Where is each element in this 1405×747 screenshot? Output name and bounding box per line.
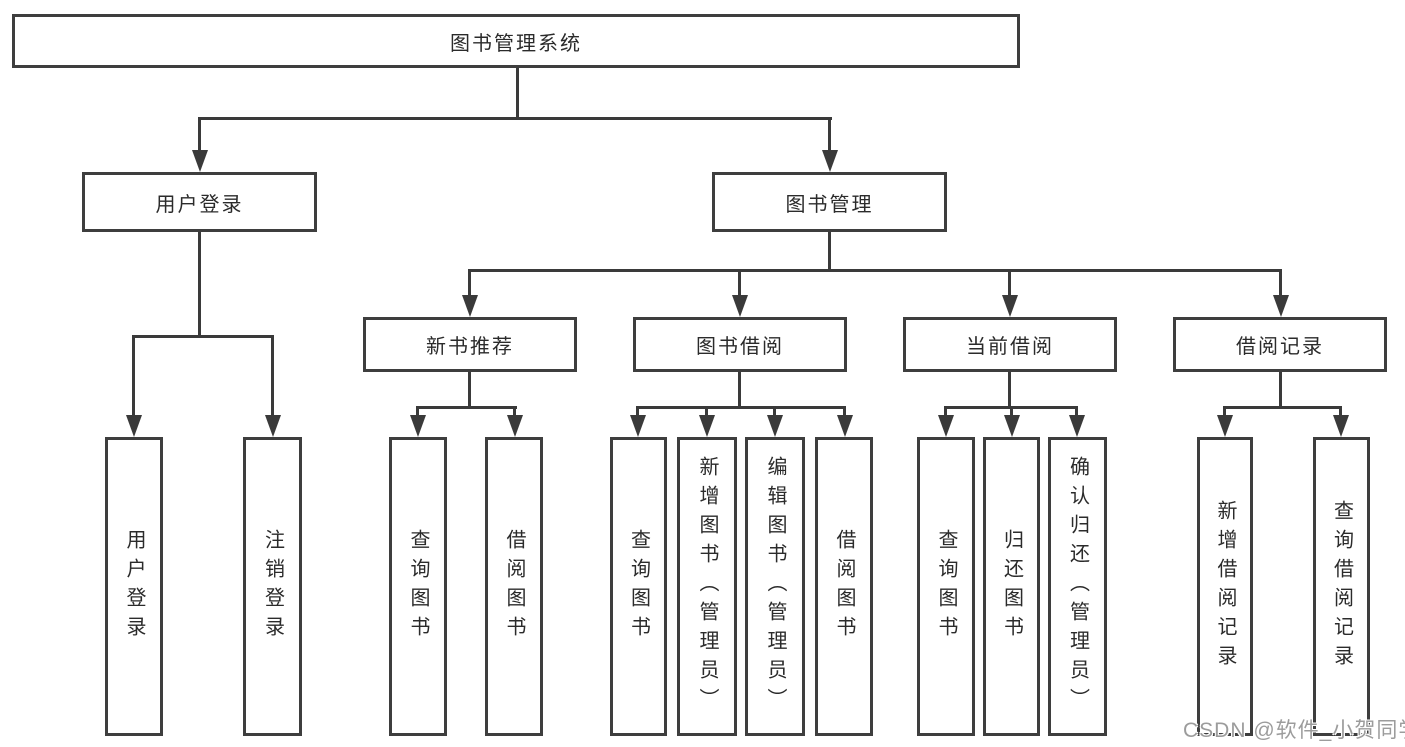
connector-drop-user-login — [198, 117, 201, 152]
arrow-down-icon — [699, 415, 715, 437]
connector-drop-leaf — [513, 406, 516, 415]
leaf-label: 查询图书 — [407, 528, 429, 645]
arrow-down-icon — [507, 415, 523, 437]
leaf-label: 归还图书 — [1000, 528, 1023, 645]
node-book-borrow-label: 图书借阅 — [696, 336, 784, 358]
node-user-login: 用户登录 — [82, 172, 317, 232]
connector-current-borrow-stub — [1008, 372, 1011, 409]
leaf-label: 注销登录 — [261, 528, 284, 645]
connector-borrow-records-bus — [1223, 406, 1342, 409]
node-borrow-records-label: 借阅记录 — [1236, 336, 1324, 358]
leaf-label: 编辑图书（管理员） — [764, 456, 786, 717]
leaf-label: 新增借阅记录 — [1214, 499, 1236, 674]
leaf-add-books-admin: 新增图书（管理员） — [677, 437, 737, 736]
leaf-label: 查询借阅记录 — [1330, 499, 1353, 674]
leaf-confirm-return-admin: 确认归还（管理员） — [1048, 437, 1107, 736]
leaf-borrow-books-1: 借阅图书 — [485, 437, 543, 736]
arrow-down-icon — [732, 295, 748, 317]
connector-user-login-bus — [132, 335, 274, 338]
connector-book-borrow-stub — [738, 372, 741, 409]
connector-drop-leaf — [843, 406, 846, 415]
leaf-query-books-2: 查询图书 — [610, 437, 667, 736]
node-current-borrow: 当前借阅 — [903, 317, 1117, 372]
connector-book-mgmt-stub — [828, 232, 831, 272]
connector-root-stub — [516, 68, 519, 118]
connector-drop-book-mgmt — [828, 117, 831, 152]
leaf-label: 查询图书 — [935, 528, 957, 645]
node-new-books: 新书推荐 — [363, 317, 577, 372]
node-book-mgmt: 图书管理 — [712, 172, 947, 232]
connector-drop-leaf — [773, 406, 776, 415]
node-root: 图书管理系统 — [12, 14, 1020, 68]
arrow-down-icon — [1069, 415, 1085, 437]
leaf-label: 用户登录 — [123, 528, 145, 645]
leaf-query-books-3: 查询图书 — [917, 437, 975, 736]
connector-drop-new-books — [468, 269, 471, 295]
leaf-logout: 注销登录 — [243, 437, 302, 736]
leaf-user-login: 用户登录 — [105, 437, 163, 736]
node-root-label: 图书管理系统 — [450, 32, 582, 55]
connector-book-borrow-bus — [636, 406, 846, 409]
connector-drop-leaf — [132, 335, 135, 415]
connector-drop-leaf — [416, 406, 419, 415]
leaf-label: 新增图书（管理员） — [696, 456, 718, 717]
arrow-down-icon — [126, 415, 142, 437]
connector-user-login-stub — [198, 232, 201, 337]
arrow-down-icon — [1333, 415, 1349, 437]
leaf-borrow-books-2: 借阅图书 — [815, 437, 873, 736]
connector-drop-leaf — [1223, 406, 1226, 415]
arrow-down-icon — [938, 415, 954, 437]
connector-drop-leaf — [944, 406, 947, 415]
node-book-borrow: 图书借阅 — [633, 317, 847, 372]
node-user-login-label: 用户登录 — [155, 193, 244, 216]
connector-new-books-bus — [416, 406, 517, 409]
arrow-down-icon — [1004, 415, 1020, 437]
connector-drop-leaf — [636, 406, 639, 415]
arrow-down-icon — [410, 415, 426, 437]
connector-drop-leaf — [1075, 406, 1078, 415]
connector-drop-leaf — [705, 406, 708, 415]
connector-drop-borrow-records — [1279, 269, 1282, 295]
connector-drop-leaf — [1339, 406, 1342, 415]
leaf-label: 确认归还（管理员） — [1066, 456, 1089, 717]
leaf-label: 借阅图书 — [503, 528, 525, 645]
connector-drop-book-borrow — [738, 269, 741, 295]
connector-book-mgmt-bus — [469, 269, 1282, 272]
arrow-down-icon — [462, 295, 478, 317]
node-current-borrow-label: 当前借阅 — [966, 336, 1054, 358]
arrow-down-icon — [1273, 295, 1289, 317]
connector-drop-leaf — [1010, 406, 1013, 415]
arrow-down-icon — [1002, 295, 1018, 317]
arrow-down-icon — [265, 415, 281, 437]
connector-drop-current-borrow — [1008, 269, 1011, 295]
csdn-watermark: CSDN @软件_小贺同学 — [1183, 719, 1405, 742]
leaf-label: 借阅图书 — [833, 528, 855, 645]
arrow-down-icon — [822, 150, 838, 172]
arrow-down-icon — [192, 150, 208, 172]
connector-new-books-stub — [468, 372, 471, 409]
leaf-label: 查询图书 — [627, 528, 650, 645]
connector-borrow-records-stub — [1279, 372, 1282, 409]
connector-drop-leaf — [271, 335, 274, 415]
arrow-down-icon — [767, 415, 783, 437]
arrow-down-icon — [630, 415, 646, 437]
node-borrow-records: 借阅记录 — [1173, 317, 1387, 372]
leaf-return-books: 归还图书 — [983, 437, 1040, 736]
leaf-query-borrow-record: 查询借阅记录 — [1313, 437, 1370, 736]
node-new-books-label: 新书推荐 — [426, 336, 514, 358]
leaf-query-books-1: 查询图书 — [389, 437, 447, 736]
connector-root-bus — [199, 117, 832, 120]
leaf-add-borrow-record: 新增借阅记录 — [1197, 437, 1253, 736]
node-book-mgmt-label: 图书管理 — [785, 193, 874, 216]
leaf-edit-books-admin: 编辑图书（管理员） — [745, 437, 805, 736]
arrow-down-icon — [837, 415, 853, 437]
arrow-down-icon — [1217, 415, 1233, 437]
